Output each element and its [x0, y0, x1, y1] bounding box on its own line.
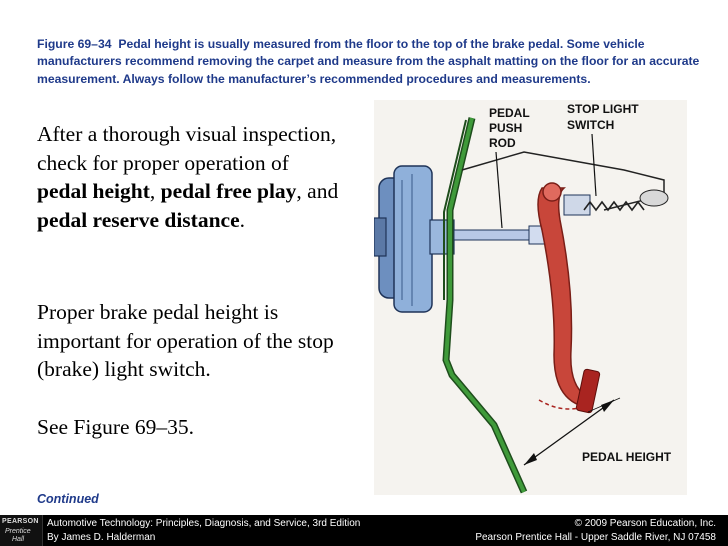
term-pedal-reserve: pedal reserve distance — [37, 207, 240, 232]
copyright: © 2009 Pearson Education, Inc. — [574, 518, 716, 529]
push-rod — [453, 225, 552, 245]
label-push-rod-line2: PUSH — [489, 121, 522, 135]
label-stop-light-switch: STOP LIGHT SWITCH — [567, 102, 639, 132]
publisher-address: Pearson Prentice Hall - Upper Saddle Riv… — [475, 532, 716, 543]
pedal-bracket — [461, 151, 665, 211]
brake-booster — [373, 165, 455, 313]
pedal-height-dimension — [523, 397, 621, 466]
label-push-rod-line3: ROD — [489, 136, 516, 150]
label-switch-line2: SWITCH — [567, 118, 614, 132]
book-title: Automotive Technology: Principles, Diagn… — [47, 518, 361, 529]
leader-push-rod — [495, 151, 503, 229]
leader-switch — [591, 133, 597, 197]
separator: , and — [296, 179, 339, 203]
figure-caption: Figure 69–34 Pedal height is usually mea… — [37, 36, 707, 88]
label-push-rod: PEDAL PUSH ROD — [489, 106, 530, 150]
figure-label: Figure 69–34 — [37, 37, 112, 51]
figure-caption-text: Pedal height is usually measured from th… — [37, 37, 700, 86]
publisher-logo: PEARSON Prentice Hall — [0, 515, 43, 546]
label-pedal-height: PEDAL HEIGHT — [582, 450, 672, 464]
pedal-height-illustration: PEDAL PUSH ROD STOP LIGHT SWITCH PEDAL H… — [373, 100, 687, 495]
term-pedal-height: pedal height — [37, 179, 150, 203]
paragraph-switch: Proper brake pedal height is important f… — [37, 300, 334, 381]
label-switch-line1: STOP LIGHT — [567, 102, 639, 116]
paragraph-see-figure: See Figure 69–35. — [37, 415, 195, 439]
paragraph-end: . — [239, 207, 245, 232]
paragraph-inspection: After a thorough visual inspection, chec… — [37, 120, 342, 234]
author: By James D. Halderman — [47, 532, 156, 543]
paragraph-intro: After a thorough visual inspection, chec… — [37, 122, 337, 175]
firewall-floor — [442, 117, 528, 494]
label-push-rod-line1: PEDAL — [489, 106, 530, 120]
continued-label: Continued — [37, 492, 99, 506]
term-pedal-free-play: pedal free play — [160, 179, 297, 203]
footer-bar: PEARSON Prentice Hall Automotive Technol… — [0, 515, 728, 546]
pedal-diagram: PEDAL PUSH ROD STOP LIGHT SWITCH PEDAL H… — [373, 102, 672, 494]
separator: , — [149, 179, 156, 203]
brake-pedal — [537, 182, 601, 414]
stop-light-switch — [563, 189, 669, 216]
